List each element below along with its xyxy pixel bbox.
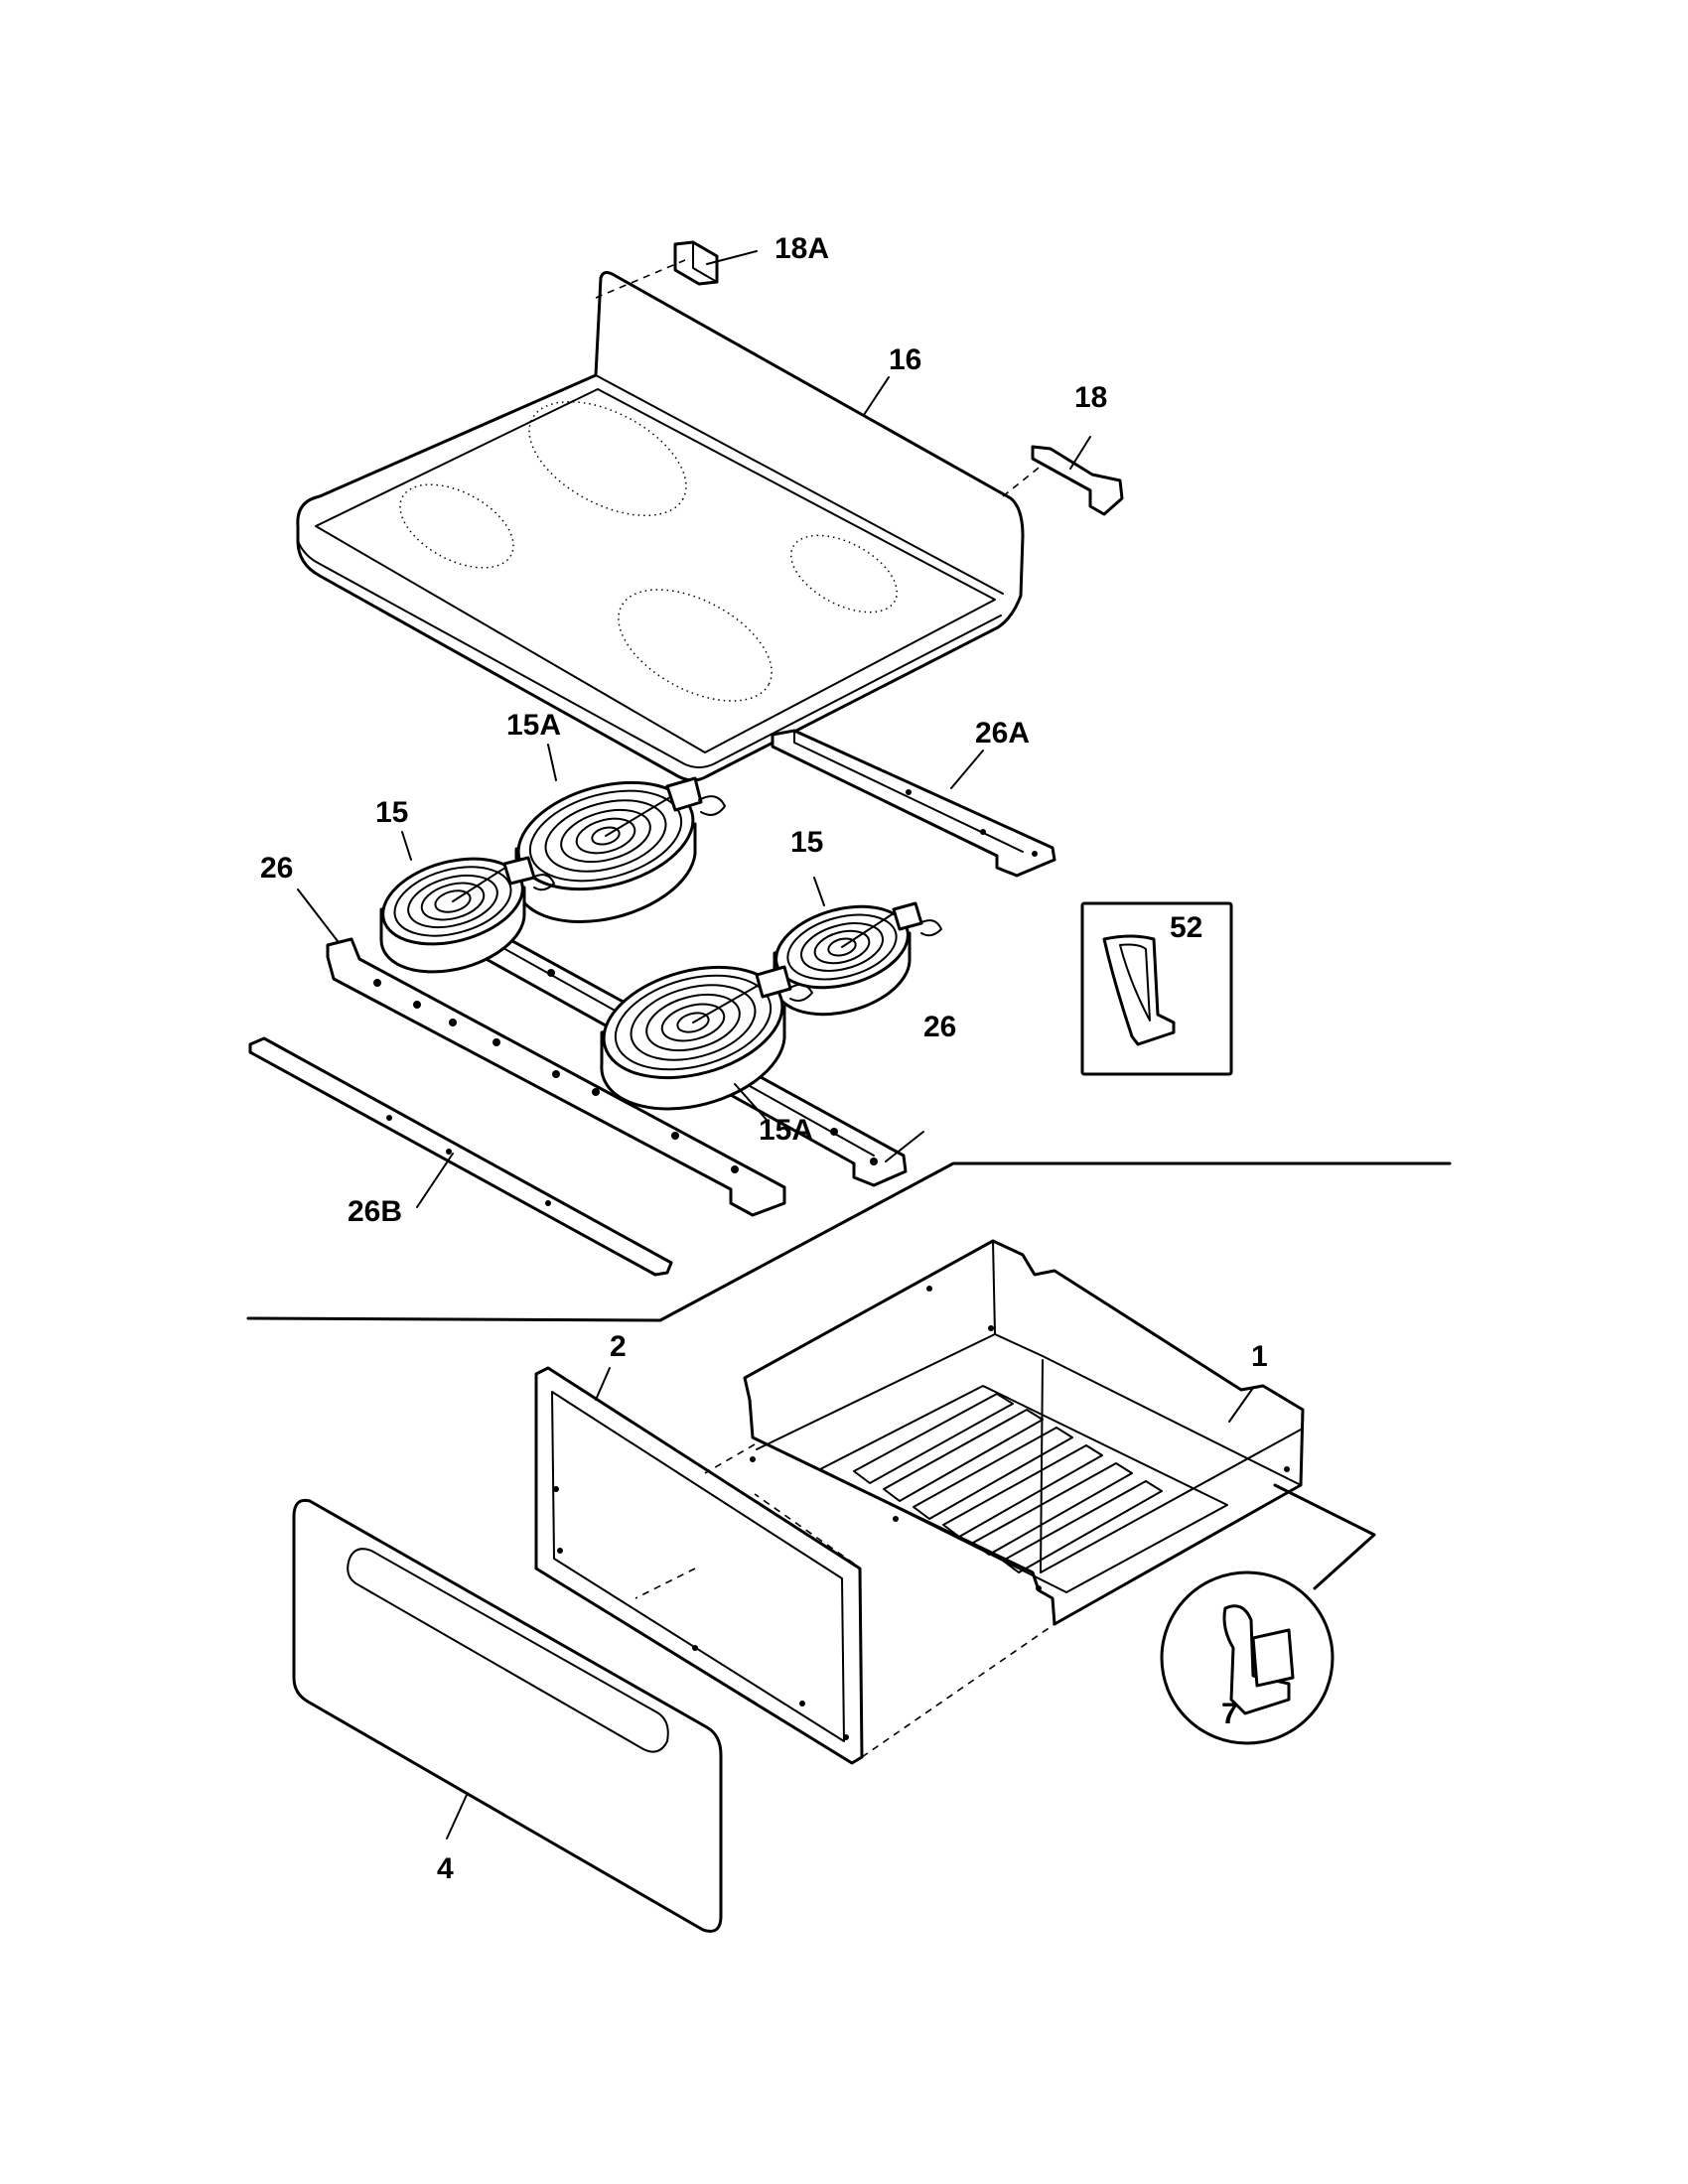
- radiant-element-15-left: [379, 831, 555, 974]
- callout-4: 4: [437, 1852, 454, 1885]
- inset-circle-7: [1160, 1483, 1376, 1745]
- callout-26-right: 26: [923, 1011, 956, 1043]
- callout-18: 18: [1074, 381, 1107, 414]
- bracket-26a: [771, 729, 1056, 878]
- callout-1: 1: [1251, 1340, 1268, 1373]
- radiant-element-15-right: [773, 877, 942, 1017]
- drawer-box: [743, 1239, 1305, 1626]
- drawer-frame: [534, 1366, 1055, 1765]
- callout-26a: 26A: [975, 717, 1030, 750]
- callout-26-left: 26: [260, 852, 293, 885]
- inset-box-52: [1080, 901, 1233, 1076]
- callout-15-left: 15: [375, 796, 408, 829]
- radiant-element-15a-top: [514, 744, 726, 924]
- callout-15a-top: 15A: [506, 709, 561, 742]
- callout-15a-bottom: 15A: [759, 1114, 813, 1147]
- bracket-18: [1002, 436, 1124, 516]
- leader-16: [863, 376, 890, 416]
- radiant-element-15a-bottom: [600, 965, 813, 1121]
- callout-15-right: 15: [790, 826, 823, 859]
- callout-18a: 18A: [774, 232, 829, 265]
- cooktop-glass-top: [296, 271, 1025, 782]
- section-separator-line: [246, 1161, 1452, 1322]
- callout-2: 2: [610, 1330, 627, 1363]
- bracket-26-left: [297, 888, 786, 1217]
- callout-26b: 26B: [348, 1195, 402, 1228]
- drawer-front: [292, 1498, 723, 1933]
- strip-26b: [248, 1036, 673, 1277]
- callout-52: 52: [1170, 911, 1202, 944]
- callout-16: 16: [889, 343, 921, 376]
- callout-7: 7: [1221, 1698, 1238, 1730]
- bracket-18a: [595, 240, 758, 299]
